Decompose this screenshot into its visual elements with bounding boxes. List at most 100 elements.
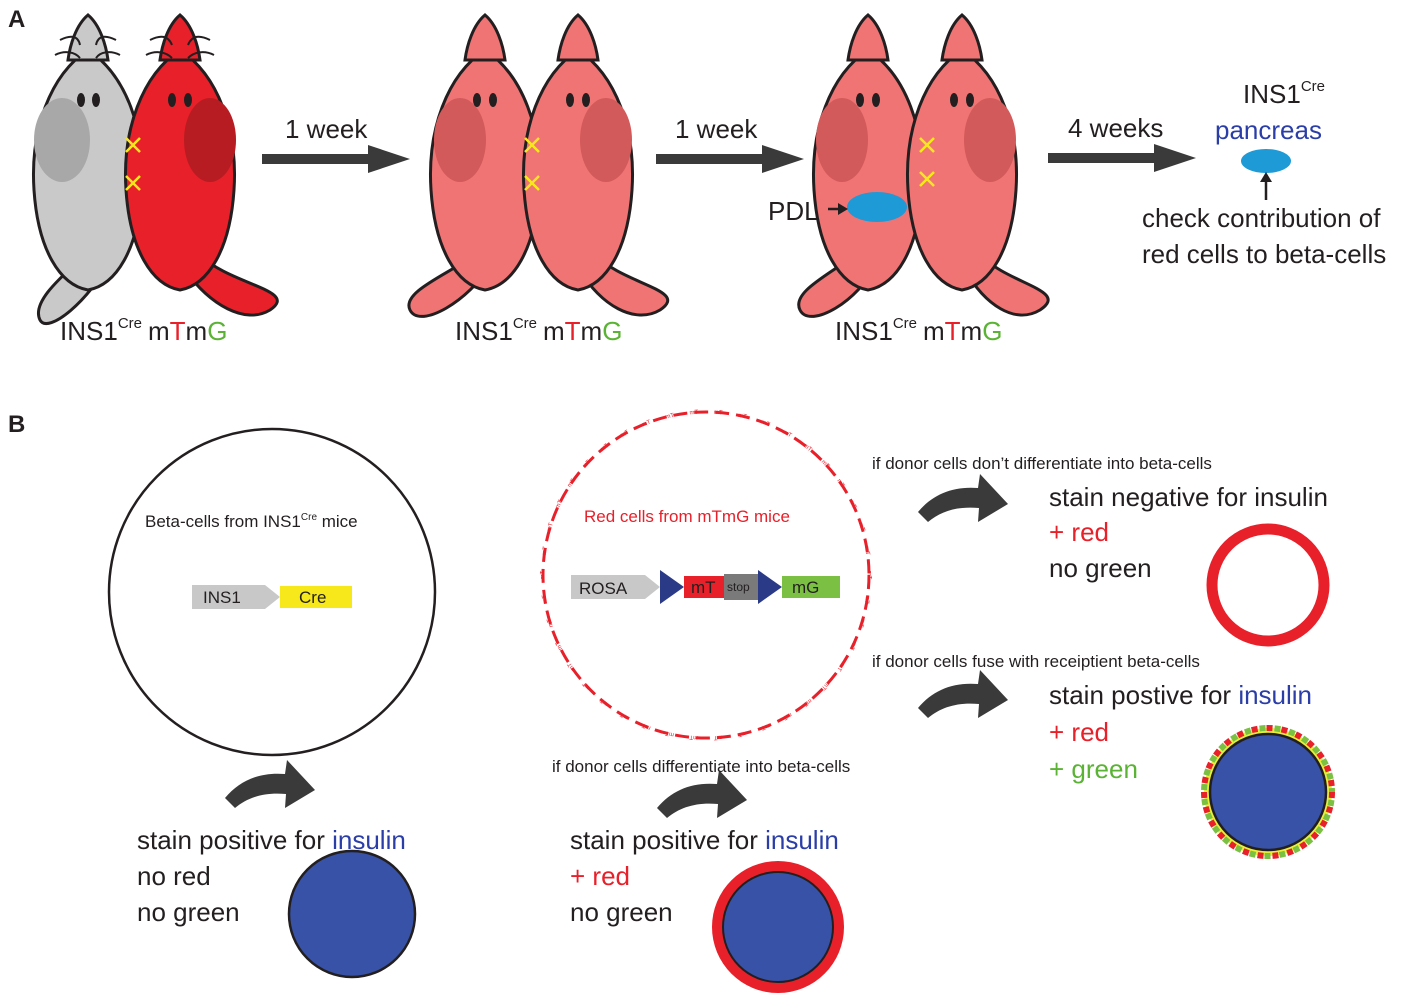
mouse-pink-icon (522, 13, 670, 317)
membrane-mt-mark: mT (555, 499, 564, 510)
curved-arrow-icon (225, 760, 315, 808)
outcome1-line2: no red (137, 861, 211, 891)
membrane-mt-mark: mT (713, 734, 722, 741)
membrane-mt-mark: mT (737, 729, 747, 737)
membrane-mt-mark: mT (689, 410, 698, 417)
membrane-mt-mark: mT (737, 413, 747, 421)
membrane-mt-mark: mT (600, 443, 611, 453)
outcome1-line1: stain positive for insulin (137, 825, 406, 855)
membrane-mt-mark: mT (542, 546, 549, 556)
mouse-pair-1 (32, 13, 279, 325)
loxp-triangle-icon (758, 570, 782, 604)
membrane-mt-mark: mT (857, 522, 865, 532)
mg-block (782, 576, 840, 598)
curved-arrow-icon (918, 474, 1008, 522)
membrane-mt-mark: mT (541, 570, 547, 579)
cre-block (280, 586, 352, 608)
membrane-mt-mark: mT (782, 430, 793, 440)
loxp-triangle-icon (660, 570, 684, 604)
membrane-mt-mark: mT (689, 734, 698, 741)
pdl-label: PDL (768, 196, 819, 226)
membrane-mt-mark: mT (848, 499, 857, 510)
red-cell-caption: Red cells from mTmG mice (584, 507, 790, 526)
arrow-3-icon (1048, 144, 1196, 172)
mouse-pair-3 (797, 13, 1050, 318)
arrow-2-icon (656, 145, 804, 173)
condition3-text: if donor cells don’t differentiate into … (872, 454, 1212, 473)
membrane-mt-mark: mT (665, 729, 675, 737)
outcome2-line1: stain positive for insulin (570, 825, 839, 855)
mouse-pink-icon (906, 13, 1050, 317)
outcome4-line1: stain postive for insulin (1049, 680, 1312, 710)
outcome2-line2: + red (570, 861, 630, 891)
arrow-1-label: 1 week (285, 114, 368, 144)
outcome3-line1: stain negative for insulin (1049, 482, 1328, 512)
membrane-mt-mark: mT (620, 429, 631, 439)
outcome4-line3: + green (1049, 754, 1138, 784)
pdl-pancreas-icon (847, 192, 907, 222)
ins1-promoter-label: INS1 (203, 588, 241, 607)
membrane-mt-mark: mT (547, 617, 555, 627)
check-line-1: check contribution of (1142, 203, 1381, 233)
arrow-1-icon (262, 145, 410, 173)
membrane-mt-mark: mT (599, 697, 610, 707)
membrane-mt-mark: mT (547, 522, 555, 532)
ins1-cre-construct: INS1 Cre (192, 585, 352, 609)
membrane-mt-mark: mT (820, 680, 831, 691)
membrane-mt-mark: mT (863, 546, 870, 556)
membrane-mt-mark: mT (865, 571, 871, 580)
membrane-mt-mark: mT (555, 640, 564, 651)
curved-arrow-icon (657, 770, 747, 818)
membrane-mt-mark: mT (641, 722, 652, 731)
membrane-mt-mark: mT (863, 594, 870, 604)
membrane-mt-mark: mT (820, 459, 831, 470)
panel-b-label: B (8, 411, 25, 438)
membrane-mt-mark: mT (760, 722, 771, 731)
pancreas-pointer-arrow (1260, 172, 1272, 200)
outcome2-line3: no green (570, 897, 673, 927)
curved-arrow-icon (918, 670, 1008, 718)
loxp-cross-icon (125, 137, 141, 191)
outcome1-line3: no green (137, 897, 240, 927)
membrane-mt-mark: mT (641, 419, 652, 428)
outcome3-line2: + red (1049, 517, 1109, 547)
fused-cell-icon (1201, 725, 1335, 859)
membrane-mt-mark: mT (848, 640, 857, 651)
red-cell-circle: mT mT mT mT mT mT mT mT mT mT mT mT mT mT mT mT mT mT mT mT… (541, 410, 872, 741)
membrane-mt-mark: mT (835, 478, 845, 489)
membrane-mt-mark: mT (835, 661, 845, 672)
stop-label: stop (727, 580, 750, 594)
membrane-mt-mark: mT (857, 618, 865, 628)
cre-label: Cre (299, 588, 326, 607)
membrane-mt-mark: mT (665, 413, 675, 421)
membrane-mt-mark: mT (782, 711, 793, 721)
stop-block (724, 574, 758, 600)
mt-label: mT (691, 578, 716, 597)
beta-cell-caption: Beta-cells from INS1Cre mice (145, 512, 358, 531)
membrane-mt-mark: mT (582, 680, 593, 691)
result-organ-label: pancreas (1215, 115, 1322, 145)
mg-label: mG (792, 578, 819, 597)
membrane-mt-mark: mT (802, 443, 813, 453)
loxp-cross-icon (919, 137, 935, 187)
rosa-label: ROSA (579, 579, 628, 598)
rosa-promoter-block (571, 575, 660, 599)
loxp-cross-icon (524, 137, 540, 191)
mouse-pair-2 (407, 13, 670, 318)
condition4-text: if donor cells fuse with receiptient bet… (872, 652, 1200, 671)
condition2-text: if donor cells differentiate into beta-c… (552, 757, 850, 776)
membrane-mt-mark: mT (714, 410, 723, 417)
arrow-3-label: 4 weeks (1068, 113, 1163, 143)
insulin-positive-cell-icon (287, 849, 417, 979)
check-line-2: red cells to beta-cells (1142, 239, 1386, 269)
membrane-mt-mark: mT (619, 711, 630, 721)
membrane-mt-mark: mT (567, 661, 577, 672)
membrane-mt-mark: mT (760, 419, 771, 428)
membrane-mt-mark: mT (567, 478, 577, 489)
membrane-mt-mark: mT (802, 697, 813, 707)
ins1-promoter-block (192, 585, 280, 609)
